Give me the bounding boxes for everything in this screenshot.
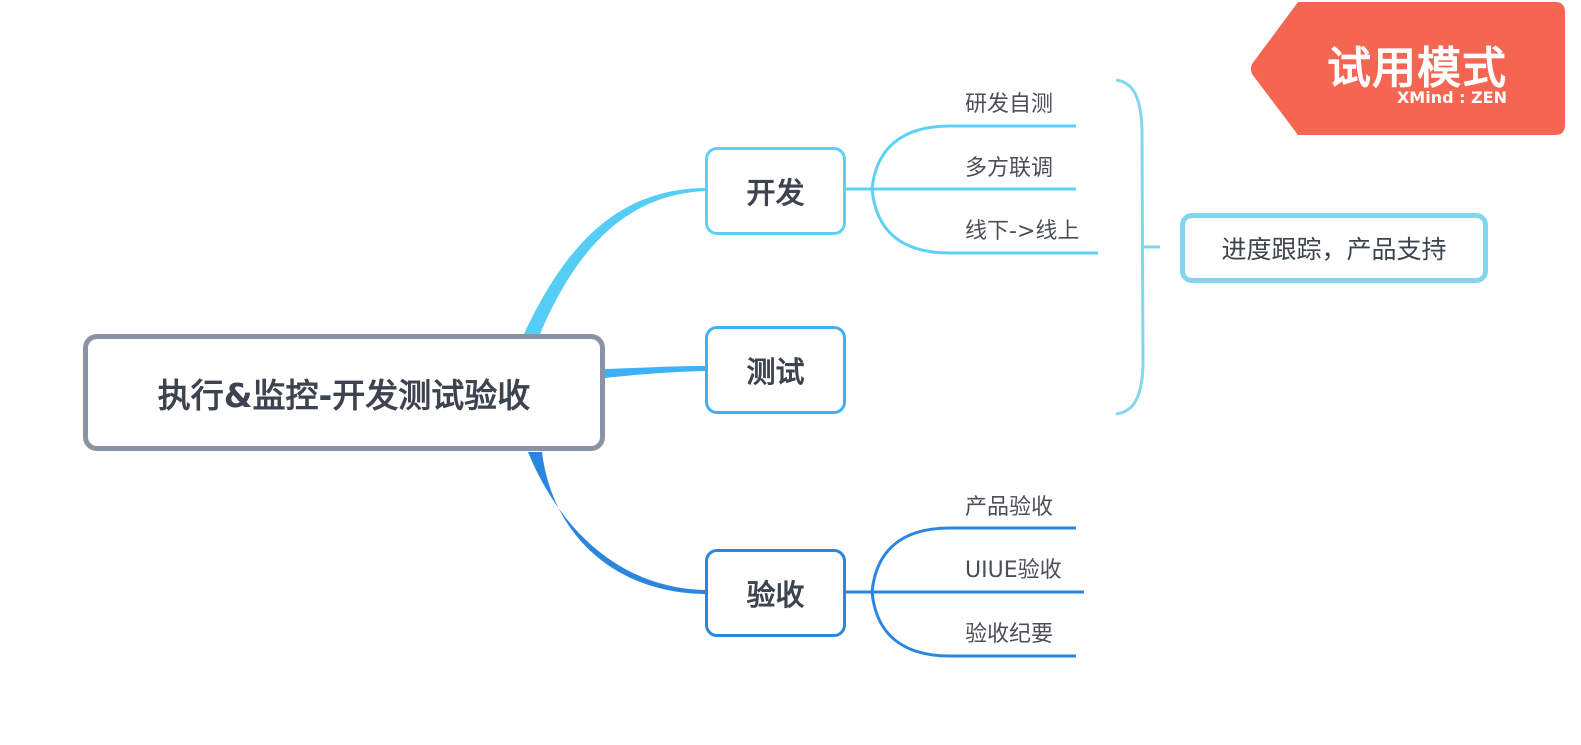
connector-acceptance-children — [846, 526, 1084, 658]
subtopic-offline-to-online[interactable]: 线下->线上 — [965, 219, 1080, 244]
root-topic[interactable]: 执行&监控-开发测试验收 — [83, 334, 605, 451]
subtopic-joint-debugging[interactable]: 多方联调 — [965, 156, 1054, 181]
topic-development-label: 开发 — [746, 176, 805, 210]
trial-mode-text: 试用模式 — [1327, 43, 1507, 94]
subtopic-self-test[interactable]: 研发自测 — [965, 92, 1054, 117]
topic-testing[interactable]: 测试 — [705, 326, 846, 414]
root-topic-label: 执行&监控-开发测试验收 — [157, 375, 531, 415]
connector-root-test — [605, 366, 705, 378]
topic-testing-label: 测试 — [746, 355, 805, 389]
topic-development[interactable]: 开发 — [705, 147, 846, 235]
connector-dev-children — [846, 124, 1098, 255]
xmind-zen-logo: XMind : ZEN — [1396, 88, 1507, 107]
subtopic-product-acceptance[interactable]: 产品验收 — [965, 495, 1054, 520]
connector-root-dev — [524, 188, 705, 334]
trial-mode-watermark: 试用模式 XMind : ZEN — [1250, 2, 1565, 135]
topic-acceptance[interactable]: 验收 — [705, 549, 846, 637]
summary-topic[interactable]: 进度跟踪，产品支持 — [1180, 213, 1488, 283]
subtopic-uiue-acceptance[interactable]: UIUE验收 — [965, 558, 1062, 583]
topic-acceptance-label: 验收 — [746, 578, 805, 612]
trial-banner-shape — [1251, 2, 1565, 135]
summary-bracket — [1115, 78, 1160, 416]
summary-topic-label: 进度跟踪，产品支持 — [1221, 235, 1447, 264]
subtopic-acceptance-minutes[interactable]: 验收纪要 — [965, 622, 1054, 647]
connector-root-acceptance — [528, 452, 705, 594]
